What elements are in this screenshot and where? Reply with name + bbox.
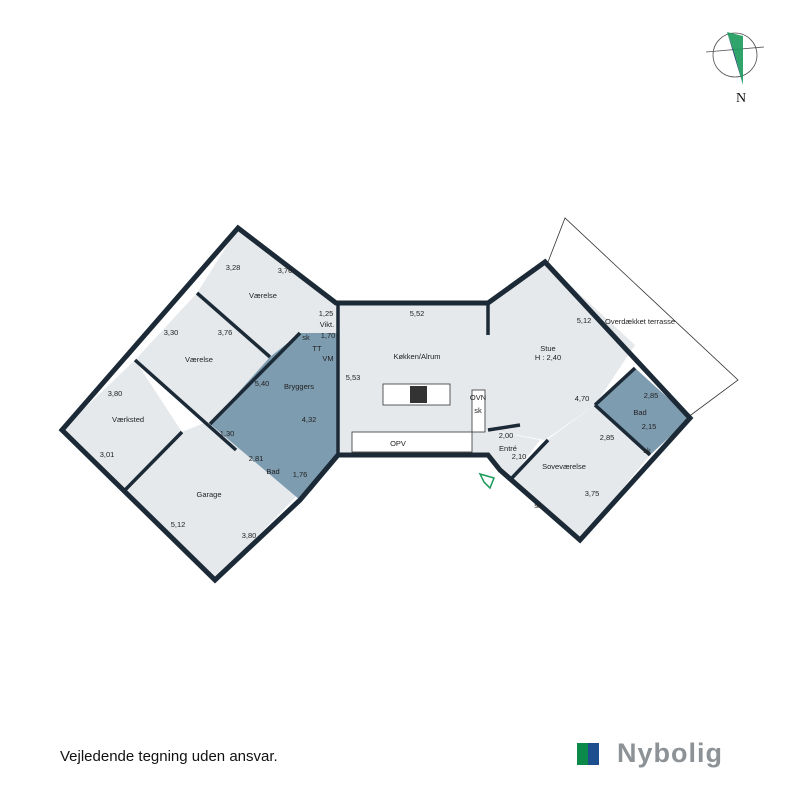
room-label: Værksted [112,415,144,424]
dim-label: 1,70 [321,331,336,340]
wall [593,403,652,457]
dim-label: 2,15 [642,422,657,431]
wall [133,358,238,452]
room-stue [488,262,635,440]
logo-mark-icon [577,742,599,765]
room-label: Køkken/Alrum [393,352,440,361]
wall [195,291,272,359]
dim-label: 1,76 [293,470,308,479]
room-bad-right [595,368,690,455]
dim-label: 2,81 [249,454,264,463]
fixture-label: VM [322,354,333,363]
room-bryggers [210,333,338,500]
dim-label: 3,76 [218,328,233,337]
fixture-label: TT [312,344,322,353]
fixture-label: sk [534,501,542,510]
kitchen-counter [351,431,473,453]
dim-label: 2,85 [644,391,659,400]
wall [208,331,302,426]
compass-north-icon: N [705,32,765,106]
cooktop-icon [410,386,427,403]
dim-label: 1,30 [220,429,235,438]
dim-label: 3,01 [100,450,115,459]
compass-label: N [736,91,746,106]
dim-label: 3,80 [108,389,123,398]
dim-label: 3,75 [585,489,600,498]
dim-label: 4,32 [302,415,317,424]
room-label: Soveværelse [542,462,586,471]
room-label: Overdækket terrasse [605,317,675,326]
dim-label: 3,76 [278,266,293,275]
entrance-arrow-icon [478,472,496,490]
room-label: Værelse [249,291,277,300]
terrace-outline [547,217,739,433]
wall [508,438,550,482]
room-vikt [300,302,338,333]
room-height-label: H : 2,40 [535,353,561,362]
fixture-label: sk [474,406,482,415]
dim-label: 1,25 [319,309,334,318]
fixture-label: OPV [390,439,406,448]
brand-logo: Nybolig [577,738,723,769]
dim-label: 5,52 [410,309,425,318]
wall [123,430,184,492]
room-label: Garage [196,490,221,499]
wall [593,366,637,407]
brand-name: Nybolig [617,738,723,768]
dim-label: 3,28 [226,263,241,272]
room-label: Bryggers [284,382,314,391]
dim-label: 5,53 [346,373,361,382]
room-label: Stue [540,344,555,353]
dim-label: 5,12 [577,316,592,325]
dim-label: 3,80 [242,531,257,540]
dim-label: 5,12 [171,520,186,529]
room-vaerelse-1 [197,228,336,357]
room-kokken [338,303,488,455]
room-label: Værelse [185,355,213,364]
kitchen-units [471,389,486,433]
room-label: Bad [266,467,279,476]
dim-label: 5,40 [255,379,270,388]
room-label: Entré [499,444,517,453]
dim-label: 2,00 [499,431,514,440]
room-vaerelse-2 [135,293,270,424]
disclaimer: Vejledende tegning uden ansvar. [60,748,278,765]
dim-label: 2,10 [512,452,527,461]
wall [487,423,521,432]
dim-label: 2,85 [600,433,615,442]
room-label: Vikt. [320,320,334,329]
dim-label: 3,30 [164,328,179,337]
room-label: Bad [633,408,646,417]
fixture-label: sk [302,333,310,342]
fixture-label: OVN [470,393,486,402]
fixture-label: sk [643,446,651,455]
dim-label: 4,70 [575,394,590,403]
